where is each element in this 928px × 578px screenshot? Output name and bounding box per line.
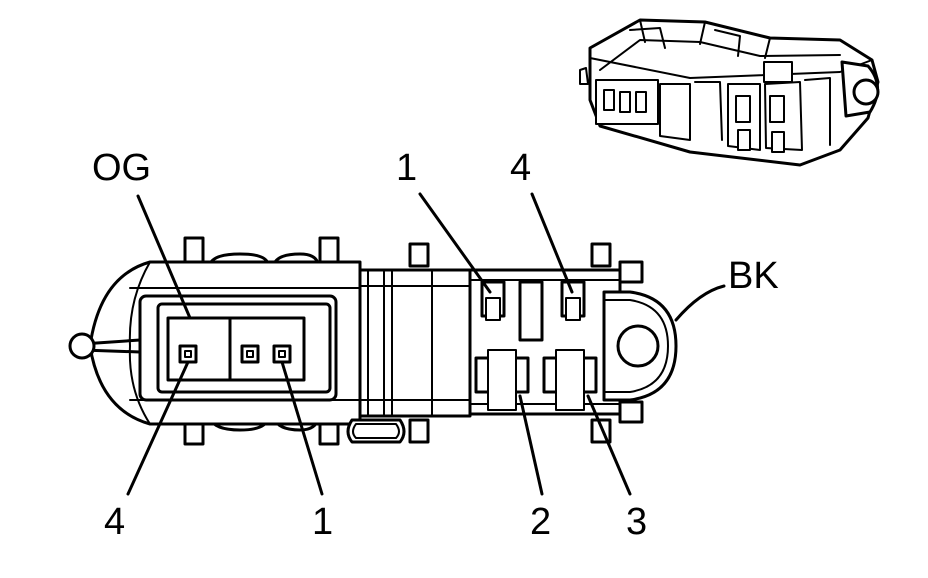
top-tab-3 (408, 242, 430, 268)
og-pin-2-center (246, 350, 254, 358)
leader-right-4 (530, 192, 574, 294)
connector-face-view (68, 236, 678, 446)
leader-right-3 (586, 394, 632, 496)
callout-labels: OG BK 4 1 1 4 2 3 (92, 147, 779, 543)
leader-left-1 (280, 360, 324, 496)
bk-pin-4-lower (565, 297, 581, 321)
og-pin-4-center (184, 350, 192, 358)
bottom-tab-3 (408, 418, 430, 444)
label-right-top-1: 1 (396, 147, 417, 189)
bk-pin-2 (487, 349, 517, 411)
label-left-pin-1: 1 (312, 501, 333, 543)
label-right-bottom-3: 3 (626, 501, 647, 543)
bk-pin-3 (555, 349, 585, 411)
label-right-bottom-2: 2 (530, 501, 551, 543)
label-left-pin-4: 4 (104, 501, 125, 543)
leader-og (136, 194, 192, 320)
top-tab-1 (183, 236, 205, 266)
top-tab-2 (318, 236, 340, 266)
og-terminal-block-left (166, 316, 232, 382)
leader-right-1 (418, 192, 492, 294)
connector-isometric-view (579, 18, 880, 167)
mount-hole-right (616, 324, 660, 368)
latch-section (358, 268, 472, 418)
bk-pin-1-lower (485, 297, 501, 321)
top-tab-4 (590, 242, 612, 268)
og-pin-1-center (278, 350, 286, 358)
latch-tab (346, 418, 406, 444)
right-tab-bottom (618, 400, 644, 424)
label-right-top-4: 4 (510, 147, 531, 189)
label-og: OG (92, 147, 151, 189)
right-tab-top (618, 260, 644, 284)
label-bk: BK (728, 255, 779, 297)
leader-right-2 (518, 394, 544, 496)
leader-left-4 (126, 360, 190, 496)
leader-lines (126, 192, 726, 496)
bk-key-slot (518, 280, 544, 342)
mount-hole-left (68, 332, 96, 360)
leader-bk (674, 284, 726, 322)
og-terminal-block-right (228, 316, 306, 382)
